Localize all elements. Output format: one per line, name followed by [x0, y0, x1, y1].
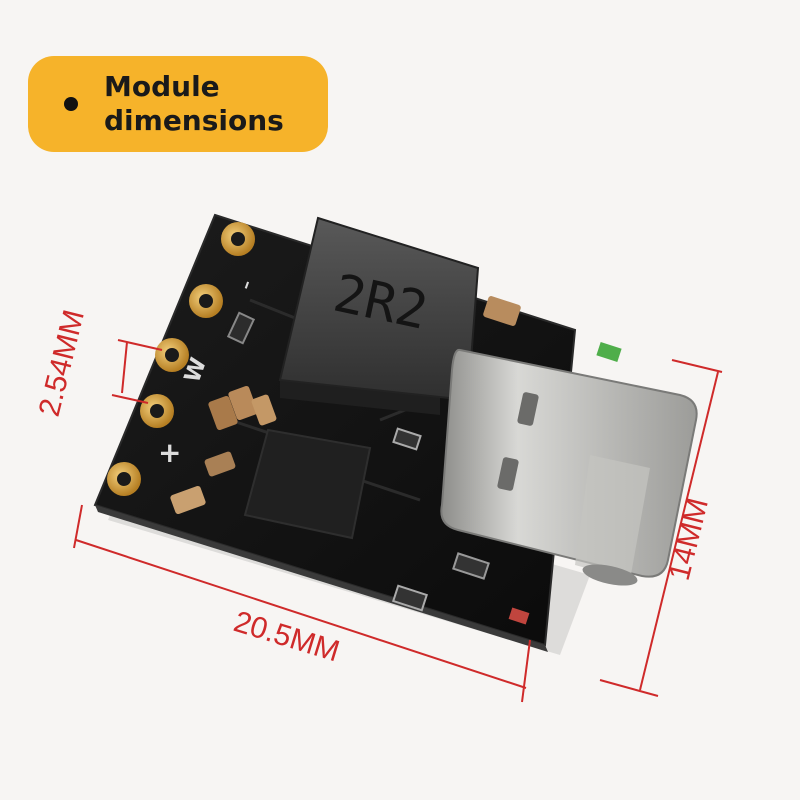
pin-pads: [107, 222, 255, 496]
smd-capacitor: [170, 485, 206, 515]
inductor: 2R2: [278, 216, 480, 415]
pin-pad: [189, 284, 223, 318]
usb-c-connector: [440, 348, 698, 586]
pin-label-plus: +: [158, 436, 181, 469]
smd-resistor: [392, 584, 428, 612]
smd-capacitor: [251, 394, 277, 426]
green-led: [596, 341, 622, 363]
smd-capacitor: [204, 451, 236, 477]
pin-pad: [155, 338, 189, 372]
bullet-dot: [64, 97, 78, 111]
module-dimensions-badge: Module dimensions: [28, 56, 328, 152]
smd-resistor: [392, 427, 422, 451]
smd-capacitor: [483, 296, 521, 326]
smd-components: [170, 296, 521, 612]
pin-pitch-label: 2.54MM: [33, 307, 91, 420]
smd-capacitor: [208, 395, 238, 431]
main-ic: [243, 428, 372, 540]
length-label: 20.5MM: [230, 605, 343, 668]
dimension-pin-pitch: 2.54MM: [33, 307, 163, 420]
usb-shell-slot: [497, 457, 519, 491]
pin-pad: [221, 222, 255, 256]
badge-title: Module dimensions: [104, 70, 284, 137]
red-led: [508, 607, 530, 625]
smd-capacitor: [228, 385, 258, 421]
pin-pad: [107, 462, 141, 496]
pin-pad: [140, 394, 174, 428]
smd-resistor: [452, 552, 490, 580]
smd-resistor: [226, 311, 256, 345]
usb-shell-slot: [517, 392, 539, 426]
